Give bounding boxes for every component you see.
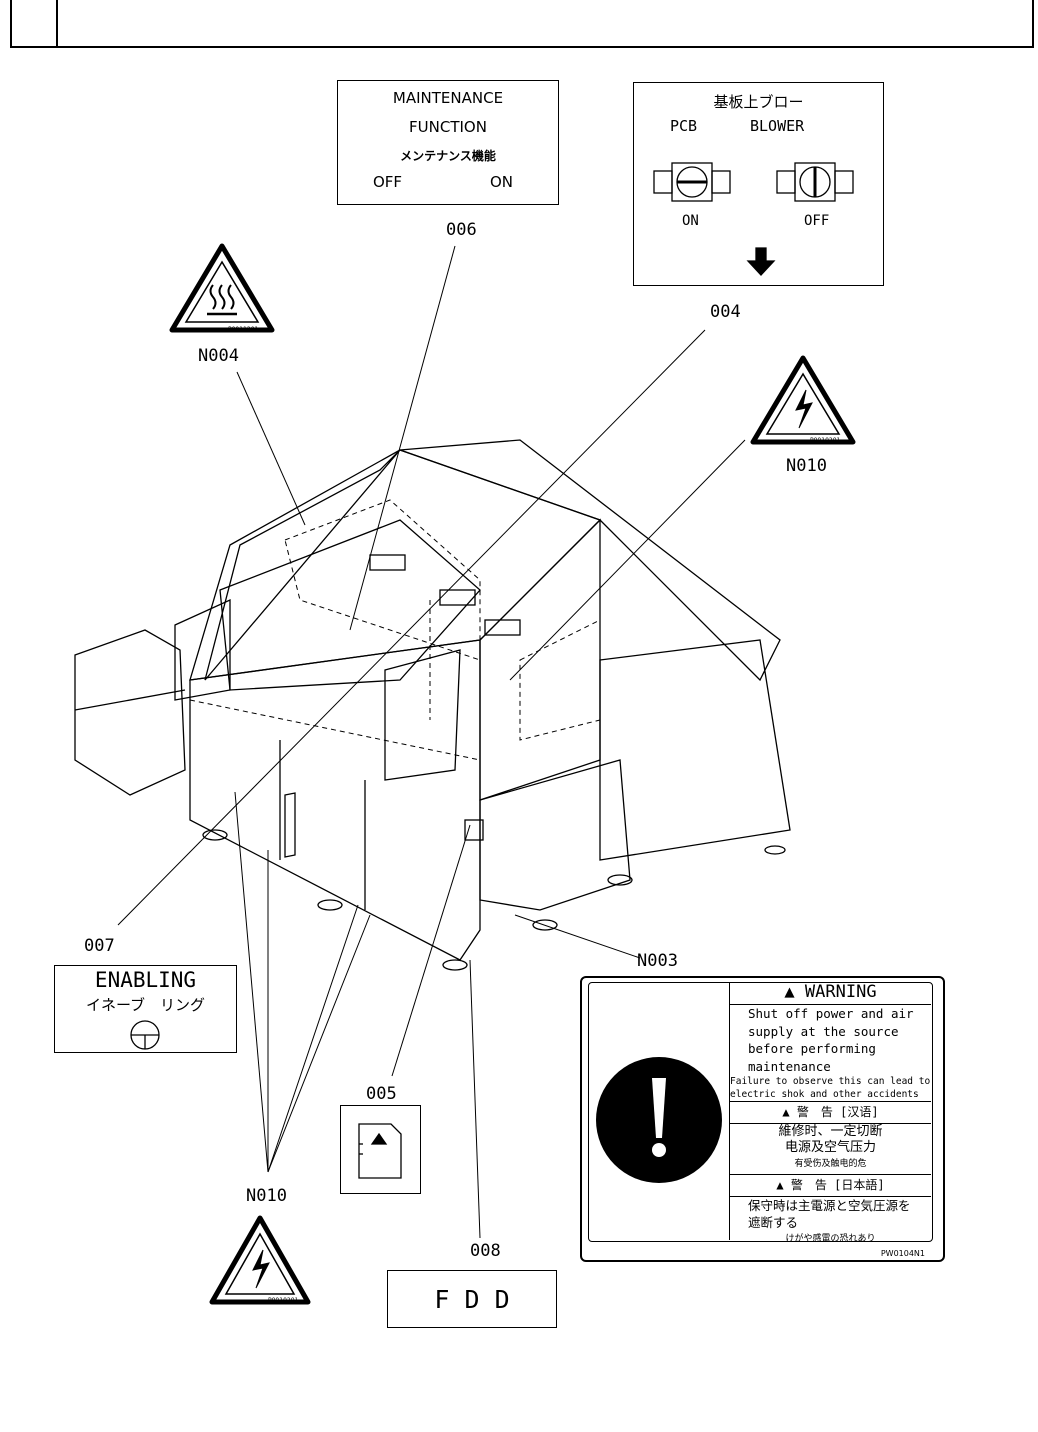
callout-007: 007 [84, 936, 115, 956]
callout-n004: N004 [198, 346, 239, 366]
enabling-label: ENABLING イネーブ リング [54, 965, 237, 1053]
warning-jp-title: ▲ 警 告 [日本語] [730, 1175, 931, 1197]
warning-en-small: Failure to observe this can lead to [730, 1076, 931, 1087]
switch-icons [653, 162, 854, 276]
warning-en-line: supply at the source [748, 1023, 899, 1039]
warning-label-code: PW0104N1 [880, 1249, 925, 1258]
warning-jp-title-text: 警 告 [日本語] [790, 1178, 885, 1192]
hot-surface-icon [169, 243, 275, 333]
on-text: ON [490, 173, 514, 191]
floppy-slot-label [340, 1105, 421, 1194]
warning-cn-line: 电源及空气压力 [784, 1140, 876, 1155]
warning-cn-title-text: 警 告 [汉语] [796, 1105, 879, 1119]
arrow-down-icon [746, 247, 776, 276]
enabling-switch-icon [130, 1020, 160, 1050]
callout-n010-top: N010 [786, 456, 827, 476]
electric-shock-icon [209, 1215, 311, 1305]
warning-en-title: ▲ WARNING [730, 982, 931, 1005]
pcb-blower-label: 基板上ブロー PCB BLOWER ON OFF [633, 82, 884, 286]
pcb-text: PCB [670, 117, 698, 135]
off-text: OFF [373, 173, 403, 191]
switch-off-text: OFF [804, 213, 830, 229]
machine-body [74, 439, 791, 971]
leader-lines [117, 245, 746, 1239]
warning-jp-line: 遮断する [748, 1215, 799, 1230]
callout-n010-bottom: N010 [246, 1186, 287, 1206]
warning-en-line: maintenance [748, 1058, 831, 1074]
blower-text: BLOWER [750, 117, 805, 135]
callout-008: 008 [470, 1241, 501, 1261]
callout-005: 005 [366, 1084, 397, 1104]
warning-jp-line: 保守時は主電源と空気圧源を [748, 1198, 911, 1213]
blower-jp-title: 基板上ブロー [713, 93, 804, 111]
fdd-text: F D D [434, 1285, 510, 1314]
floppy-eject-icon [358, 1123, 402, 1179]
exclamation-icon [596, 1057, 722, 1183]
warning-en-title-text: WARNING [804, 982, 877, 1002]
shock-label-code: P0010201 [810, 437, 841, 444]
warning-label: ▲ WARNING Shut off power and air supply … [580, 976, 945, 1262]
section-box [10, 0, 58, 46]
switch-on-text: ON [682, 213, 699, 229]
fdd-label: F D D [387, 1270, 557, 1328]
warning-cn-small: 有受伤及触电的危 [794, 1159, 867, 1169]
electric-shock-icon [750, 355, 856, 445]
shock-label-code-bottom: P0010201 [268, 1297, 299, 1304]
warning-en-line: Shut off power and air [748, 1006, 914, 1021]
function-text: FUNCTION [409, 118, 487, 136]
warning-cn-title: ▲ 警 告 [汉语] [730, 1102, 931, 1124]
warning-cn-line: 維修时、一定切断 [778, 1124, 883, 1139]
warning-jp-small: けがや感電の恐れあり [785, 1234, 876, 1244]
hot-label-code: P0011201 [228, 326, 259, 333]
enabling-kana-text: イネーブ リング [85, 996, 206, 1014]
maintenance-function-label: MAINTENANCE FUNCTION メンテナンス機能 OFF ON [337, 80, 559, 205]
maintenance-jp-text: メンテナンス機能 [400, 149, 496, 163]
maintenance-text: MAINTENANCE [392, 89, 504, 107]
callout-n003: N003 [637, 951, 678, 971]
enabling-text: ENABLING [94, 968, 197, 992]
warning-en-line: before performing [748, 1041, 876, 1056]
header-bar [10, 0, 1034, 48]
callout-004: 004 [710, 302, 741, 322]
callout-006: 006 [446, 220, 477, 240]
warning-en-small: electric shok and other accidents [730, 1089, 919, 1100]
